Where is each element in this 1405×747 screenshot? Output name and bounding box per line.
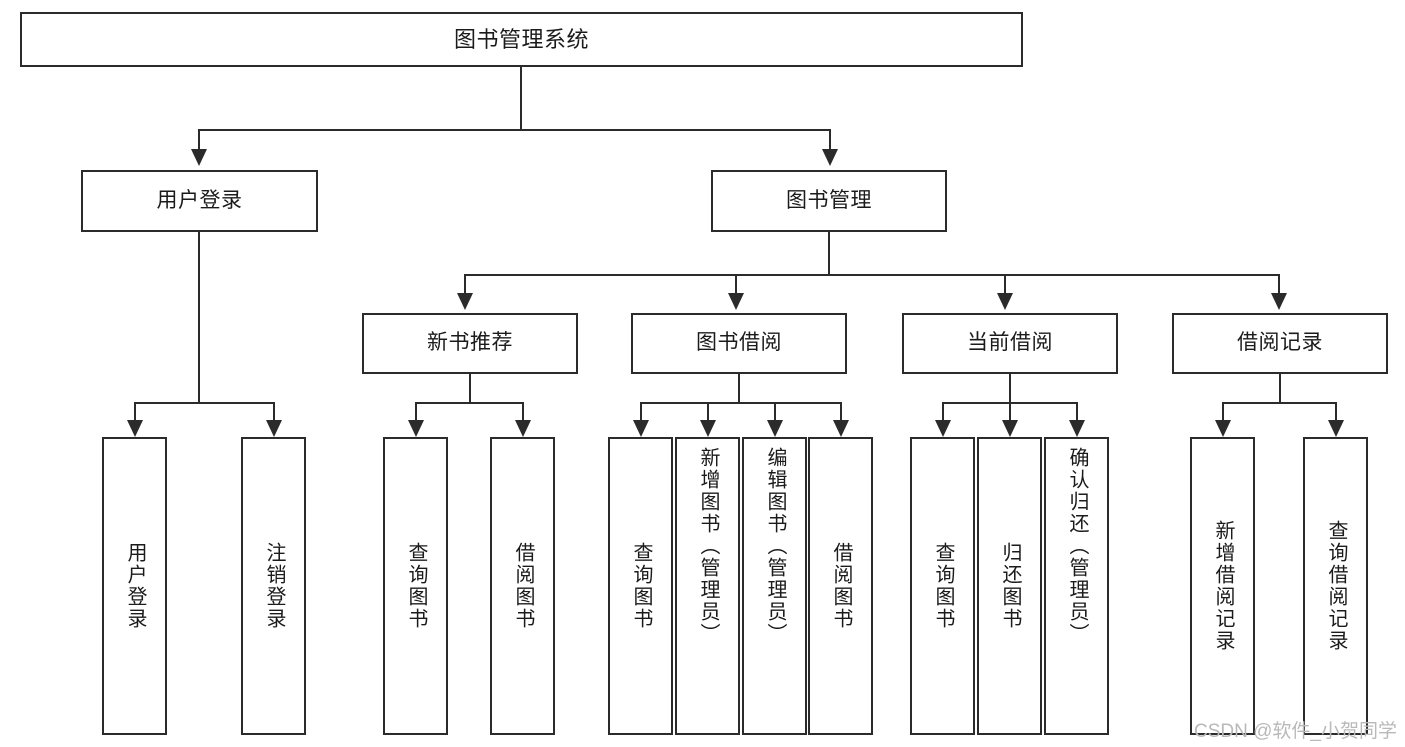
- arrowhead-br-1: [1215, 420, 1231, 437]
- node-label: 归还图书: [999, 542, 1021, 630]
- node-label: 借阅图书: [512, 542, 534, 630]
- connector-drop-user-login: [198, 129, 200, 151]
- connector-drop-cb-1: [942, 402, 944, 422]
- connector-drop-book-borrow: [735, 274, 737, 295]
- leaf-add-book-admin[interactable]: 新增图书（管理员）: [675, 437, 740, 735]
- node-label: 注销登录: [263, 542, 285, 630]
- connector-level3-bus: [464, 274, 1280, 276]
- arrowhead-nbr-2: [515, 420, 531, 437]
- node-label: 图书管理系统: [453, 26, 589, 52]
- arrowhead-cb-2: [1002, 420, 1018, 437]
- arrowhead-borrow-record: [1271, 293, 1287, 310]
- node-label: 查询图书: [630, 542, 652, 630]
- node-user-login[interactable]: 用户登录: [81, 170, 318, 232]
- connector-new-book-recommend-stem: [469, 374, 471, 404]
- connector-borrow-record-stem: [1279, 374, 1281, 404]
- connector-current-borrow-stem: [1009, 374, 1011, 404]
- arrowhead-book-borrow: [728, 293, 744, 310]
- connector-drop-nbr-1: [415, 402, 417, 422]
- node-current-borrow[interactable]: 当前借阅: [902, 313, 1118, 374]
- node-label: 借阅图书: [830, 542, 852, 630]
- connector-drop-book-management: [829, 129, 831, 151]
- connector-book-borrow-bus: [640, 402, 841, 404]
- connector-borrow-record-bus: [1222, 402, 1337, 404]
- connector-drop-new-book-recommend: [464, 274, 466, 295]
- connector-drop-nbr-2: [522, 402, 524, 422]
- connector-drop-current-borrow: [1004, 274, 1006, 295]
- arrowhead-br-2: [1328, 420, 1344, 437]
- node-label: 查询借阅记录: [1325, 520, 1347, 652]
- node-label: 当前借阅: [967, 331, 1053, 355]
- arrowhead-cb-1: [935, 420, 951, 437]
- arrowhead-bb-2: [700, 420, 716, 437]
- node-root-book-management-system[interactable]: 图书管理系统: [20, 12, 1023, 67]
- connector-drop-cb-3: [1076, 402, 1078, 422]
- connector-level2-bus: [198, 129, 831, 131]
- connector-drop-bb-2: [707, 402, 709, 422]
- arrowhead-book-management: [822, 149, 838, 166]
- node-new-book-recommend[interactable]: 新书推荐: [362, 313, 578, 374]
- connector-new-book-recommend-bus: [415, 402, 524, 404]
- leaf-user-login[interactable]: 用户登录: [102, 437, 167, 735]
- node-label: 查询图书: [405, 542, 427, 630]
- node-label: 用户登录: [156, 188, 243, 212]
- connector-drop-bb-4: [840, 402, 842, 422]
- node-label: 确认归还（管理员）: [1066, 447, 1088, 645]
- arrowhead-nbr-1: [408, 420, 424, 437]
- node-book-borrow[interactable]: 图书借阅: [631, 313, 847, 374]
- connector-drop-br-2: [1335, 402, 1337, 422]
- node-label: 图书管理: [786, 188, 872, 212]
- connector-drop-bb-3: [774, 402, 776, 422]
- connector-root-stem: [520, 67, 522, 130]
- node-label: 查询图书: [932, 542, 954, 630]
- leaf-borrow-books-nbr[interactable]: 借阅图书: [490, 437, 555, 735]
- leaf-query-books-bb[interactable]: 查询图书: [608, 437, 673, 735]
- leaf-confirm-return-admin[interactable]: 确认归还（管理员）: [1044, 437, 1109, 735]
- node-label: 新增图书（管理员）: [697, 447, 719, 645]
- node-label: 图书借阅: [696, 331, 782, 355]
- node-label: 新书推荐: [427, 331, 513, 355]
- arrowhead-cb-3: [1069, 420, 1085, 437]
- leaf-borrow-books-bb[interactable]: 借阅图书: [808, 437, 873, 735]
- connector-drop-bb-1: [640, 402, 642, 422]
- node-label: 借阅记录: [1237, 331, 1323, 355]
- arrowhead-leaf-user-login: [127, 420, 143, 437]
- connector-drop-cb-2: [1009, 402, 1011, 422]
- node-label: 用户登录: [124, 542, 146, 630]
- leaf-query-books-cb[interactable]: 查询图书: [910, 437, 975, 735]
- leaf-logout[interactable]: 注销登录: [241, 437, 306, 735]
- node-label: 新增借阅记录: [1212, 520, 1234, 652]
- connector-drop-leaf-user-login: [134, 402, 136, 422]
- connector-drop-borrow-record: [1278, 274, 1280, 295]
- node-borrow-record[interactable]: 借阅记录: [1172, 313, 1388, 374]
- arrowhead-new-book-recommend: [457, 293, 473, 310]
- connector-book-management-stem: [828, 232, 830, 276]
- arrowhead-current-borrow: [997, 293, 1013, 310]
- node-label: 编辑图书（管理员）: [764, 447, 786, 645]
- leaf-query-books-nbr[interactable]: 查询图书: [383, 437, 448, 735]
- connector-user-login-stem: [198, 232, 200, 404]
- leaf-return-books[interactable]: 归还图书: [977, 437, 1042, 735]
- node-book-management[interactable]: 图书管理: [711, 170, 947, 232]
- connector-book-borrow-stem: [738, 374, 740, 404]
- watermark-text: CSDN @软件_小贺同学: [1194, 721, 1397, 742]
- arrowhead-bb-3: [767, 420, 783, 437]
- arrowhead-bb-4: [833, 420, 849, 437]
- leaf-query-borrow-record[interactable]: 查询借阅记录: [1303, 437, 1368, 735]
- arrowhead-leaf-logout: [266, 420, 282, 437]
- connector-drop-leaf-logout: [273, 402, 275, 422]
- connector-drop-br-1: [1222, 402, 1224, 422]
- leaf-edit-book-admin[interactable]: 编辑图书（管理员）: [742, 437, 807, 735]
- arrowhead-bb-1: [633, 420, 649, 437]
- leaf-add-borrow-record[interactable]: 新增借阅记录: [1190, 437, 1255, 735]
- arrowhead-user-login: [191, 149, 207, 166]
- connector-user-login-leaf-bus: [134, 402, 275, 404]
